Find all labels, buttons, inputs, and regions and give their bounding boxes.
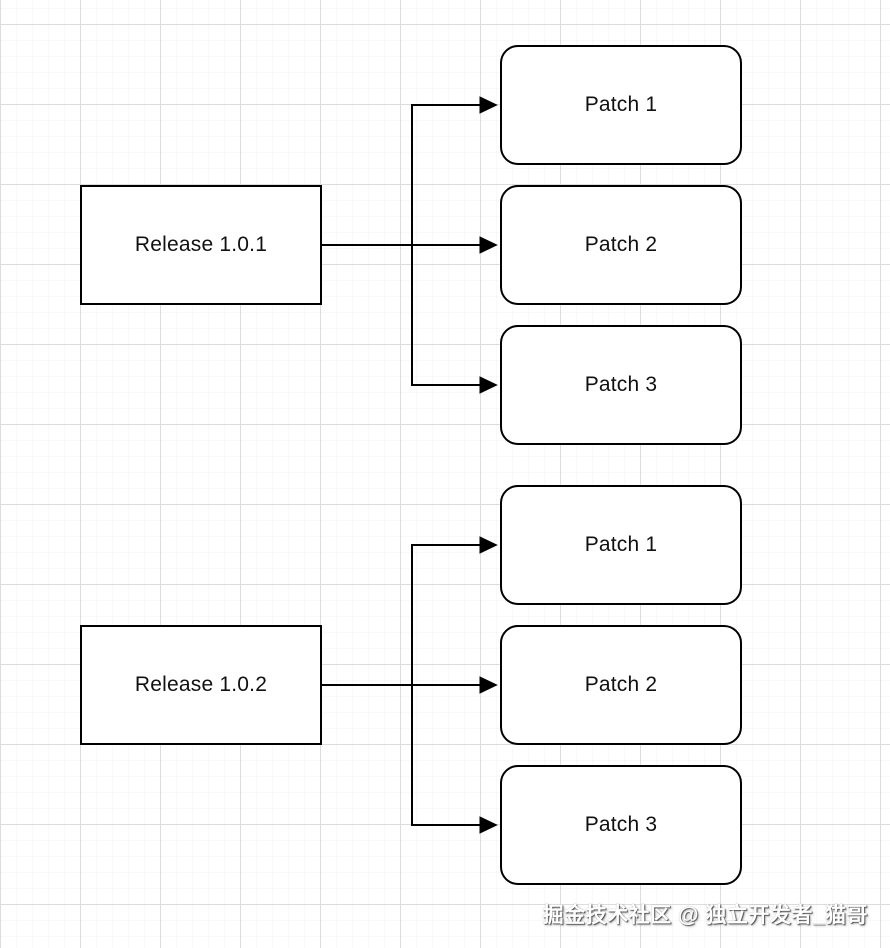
connector-release2-patch3 <box>411 685 498 834</box>
connector-release1-patch3 <box>411 245 498 394</box>
release-node-1-label: Release 1.0.1 <box>134 233 268 256</box>
patch-node-1-1: Patch 1 <box>500 45 742 165</box>
patch-node-2-3-label: Patch 3 <box>584 813 658 836</box>
connector-release1-patch1 <box>411 96 498 245</box>
release-node-2-label: Release 1.0.2 <box>134 673 268 696</box>
patch-node-2-1-label: Patch 1 <box>584 533 658 556</box>
patch-node-2-2: Patch 2 <box>500 625 742 745</box>
patch-node-2-1: Patch 1 <box>500 485 742 605</box>
patch-node-1-2-label: Patch 2 <box>584 233 658 256</box>
patch-node-2-3: Patch 3 <box>500 765 742 885</box>
patch-node-2-2-label: Patch 2 <box>584 673 658 696</box>
release-node-1: Release 1.0.1 <box>80 185 322 305</box>
patch-node-1-3-label: Patch 3 <box>584 373 658 396</box>
watermark-text: 掘金技术社区 @ 独立开发者_猫哥 <box>542 904 868 927</box>
patch-node-1-3: Patch 3 <box>500 325 742 445</box>
patch-node-1-1-label: Patch 1 <box>584 93 658 116</box>
connector-release2-patch1 <box>411 536 498 685</box>
patch-node-1-2: Patch 2 <box>500 185 742 305</box>
release-node-2: Release 1.0.2 <box>80 625 322 745</box>
